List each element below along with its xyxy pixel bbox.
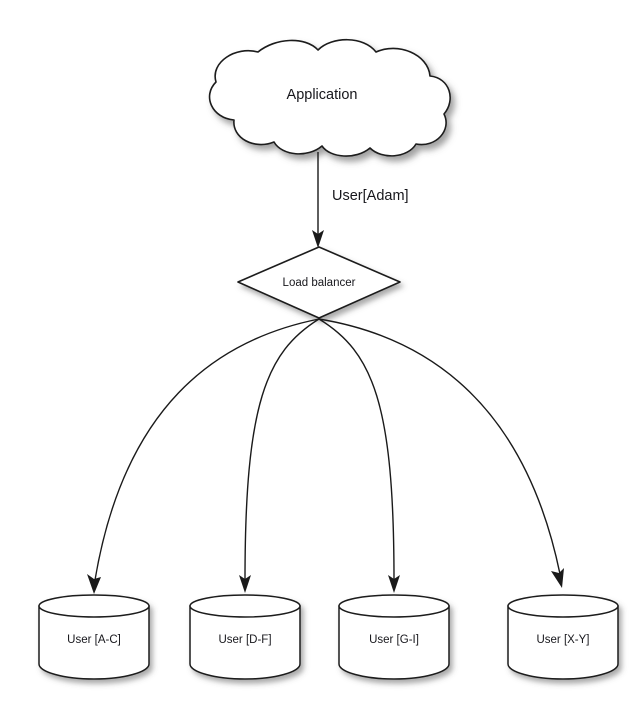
cloud-label: Application bbox=[287, 87, 358, 103]
edge-lb-to-db-d-f bbox=[239, 318, 320, 593]
cylinder-body-db-g-i bbox=[338, 605, 450, 680]
diamond-shape bbox=[237, 246, 401, 319]
arrow-head-lb-to-db-a-c bbox=[87, 574, 101, 594]
node-db-a-c[interactable]: User [A-C] bbox=[38, 594, 150, 680]
edge-line-lb-to-db-x-y bbox=[318, 318, 561, 575]
cylinder-label-db-g-i: User [G-I] bbox=[369, 634, 419, 646]
edge-lb-to-db-x-y bbox=[318, 318, 564, 588]
diamond-label: Load balancer bbox=[283, 277, 356, 289]
cylinder-label-db-x-y: User [X-Y] bbox=[536, 634, 589, 646]
edge-line-lb-to-db-g-i bbox=[318, 318, 395, 581]
edge-app-to-lb: User[Adam] bbox=[312, 152, 409, 248]
node-db-g-i[interactable]: User [G-I] bbox=[338, 594, 450, 680]
cylinder-body-db-d-f bbox=[189, 605, 301, 680]
node-db-x-y[interactable]: User [X-Y] bbox=[507, 594, 619, 680]
node-db-d-f[interactable]: User [D-F] bbox=[189, 594, 301, 680]
edge-lb-to-db-g-i bbox=[318, 318, 400, 593]
edge-label-user-adam: User[Adam] bbox=[332, 188, 409, 204]
node-application[interactable]: Application bbox=[208, 39, 451, 157]
cylinder-top-db-a-c bbox=[38, 594, 150, 618]
cylinder-top-db-x-y bbox=[507, 594, 619, 618]
edge-lb-to-db-a-c bbox=[87, 318, 320, 594]
arrow-head-lb-to-db-d-f bbox=[239, 575, 251, 593]
cylinder-top-db-d-f bbox=[189, 594, 301, 618]
edge-line-lb-to-db-a-c bbox=[94, 318, 320, 581]
cylinder-top-db-g-i bbox=[338, 594, 450, 618]
edge-line-lb-to-db-d-f bbox=[244, 318, 320, 581]
arrow-head-lb-to-db-x-y bbox=[551, 568, 564, 588]
node-load-balancer[interactable]: Load balancer bbox=[237, 246, 401, 319]
cylinder-label-db-d-f: User [D-F] bbox=[218, 634, 271, 646]
arrow-head-lb-to-db-g-i bbox=[388, 575, 400, 593]
cylinder-body-db-a-c bbox=[38, 605, 150, 680]
cylinder-body-db-x-y bbox=[507, 605, 619, 680]
cylinder-label-db-a-c: User [A-C] bbox=[67, 634, 121, 646]
cloud-shape bbox=[208, 39, 451, 157]
arrow-head-app-to-lb bbox=[312, 230, 324, 248]
